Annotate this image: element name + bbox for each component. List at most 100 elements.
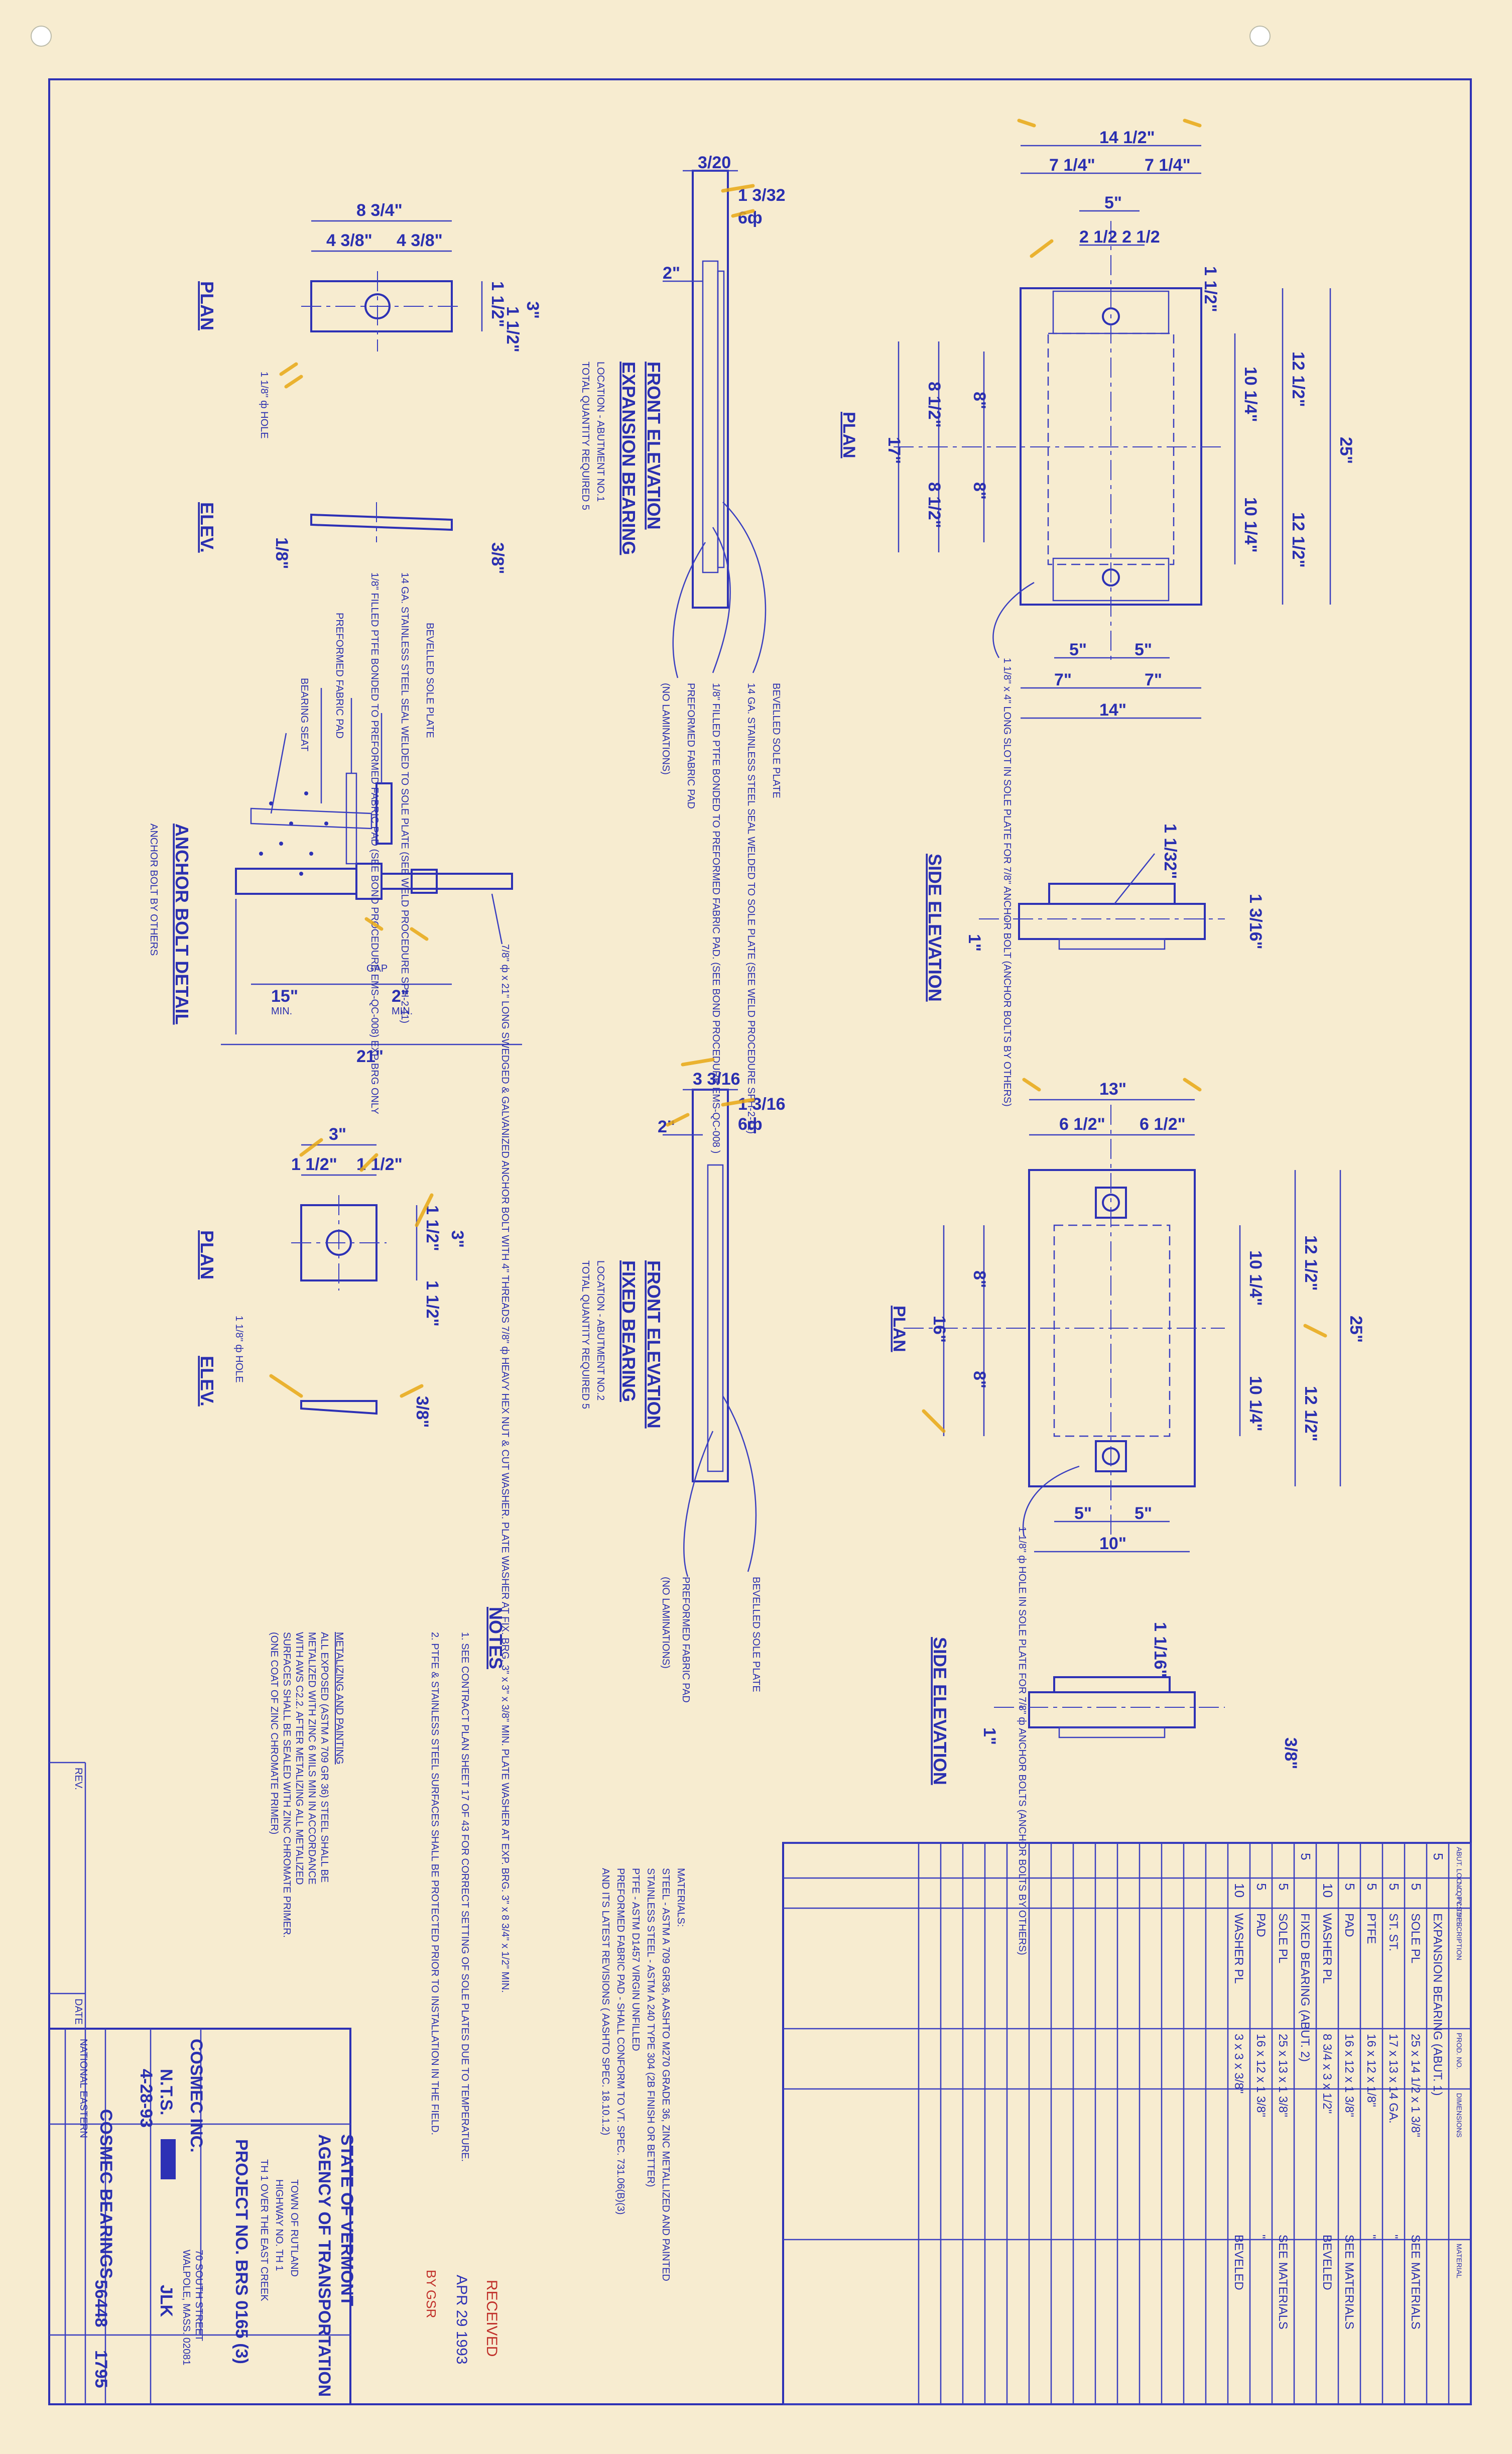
exp-callout-ptfe: 1/8" FILLED PTFE BONDED TO PREFORMED FAB…	[710, 683, 721, 1153]
materials-block: MATERIALS: STEEL - ASTM A 709 GR36, AASH…	[600, 1868, 686, 2281]
bom-cell-material: BEVELED	[1232, 2235, 1245, 2290]
fixed-plan-view: 13" 6 1/2" 6 1/2" 25" 12 1/2" 12 1/2" 10…	[890, 1078, 1365, 1955]
bom-cell-dims: 25 x 13 x 1 3/8"	[1276, 2034, 1290, 2117]
dim-bolt-length: 21"	[356, 1047, 384, 1066]
dim-pad-b: 8"	[970, 482, 989, 500]
bom-cell-pcs: 5	[1254, 1883, 1269, 1890]
scale-value: N.T.S.	[157, 2069, 176, 2116]
anchor-callout-ptfe: 1/8" FILLED PTFE BONDED TO PREFORMED FAB…	[369, 572, 380, 1114]
bom-cell-pcs: 10	[1320, 1883, 1335, 1898]
dim-bolt-spacing: 14"	[1099, 700, 1126, 720]
dim-fwasher-width: 3"	[329, 1125, 346, 1144]
fwasher-hole-label: 1 1/8" ф HOLE	[233, 1316, 244, 1383]
dim-fwasher-15b: 1 1/2"	[423, 1280, 442, 1327]
bom-cell-pcs: 10	[1232, 1883, 1247, 1898]
dim-fwasher-elev: 3/8"	[413, 1396, 432, 1428]
exp-callout-pad: PREFORMED FABRIC PAD	[685, 683, 696, 809]
bom-header-cell: ABUT. LOC. / QTY. TYPE	[1455, 1847, 1463, 1927]
title-block: REV. DATE STATE OF VERMONT AGENCY OF TRA…	[48, 1762, 356, 2405]
slot-callout: 1 1/8" x 4" LONG SLOT IN SOLE PLATE FOR …	[1001, 658, 1013, 1107]
dim-pad-half-a: 10 1/4"	[1241, 367, 1260, 422]
drawing-number: 1795	[91, 2350, 110, 2388]
dim-fix-front-c: 2"	[658, 1117, 675, 1136]
dim-front-c: 2"	[663, 264, 680, 283]
dim-washer-15a: 1 1/2"	[488, 281, 507, 327]
drawing-border	[48, 78, 1472, 2405]
dim-washer-15b: 1 1/2"	[503, 306, 522, 353]
metalizing-line-3: WITH AWS C2.2. AFTER METALIZING ALL META…	[294, 1632, 305, 1885]
bom-cell-desc: EXPANSION BEARING (ABUT. 1)	[1431, 1913, 1444, 2096]
dim-fix-front-b: 1 3/16	[738, 1095, 786, 1114]
bom-cell-dims: 25 x 14 1/2 x 1 3/8"	[1409, 2034, 1422, 2137]
dim-projection-min: MIN.	[392, 1006, 413, 1017]
bom-cell-material: "	[1364, 2235, 1378, 2239]
dim-side-b: 1 3/16"	[1246, 894, 1265, 950]
bom-cell-material: SEE MATERIALS	[1342, 2235, 1356, 2329]
dim-side-c: 1"	[965, 934, 984, 952]
bom-cell-pcs: 5	[1342, 1883, 1357, 1890]
dim-fixed-5a: 5"	[1074, 1504, 1092, 1523]
dim-embed-min: MIN.	[271, 1006, 292, 1017]
dim-ss-half-a: 8 1/2"	[925, 382, 944, 428]
bom-cell-dims: 8 3/4 x 3 x 1/2"	[1320, 2034, 1334, 2114]
dim-washer-elev-a: 1/8"	[272, 537, 291, 569]
address-line-1: 70 SOUTH STREET	[193, 2250, 204, 2341]
fix-front-view-label: FRONT ELEVATION	[644, 1260, 664, 1429]
dim-slot-spacing: 5"	[1104, 193, 1122, 212]
punch-hole-icon	[1249, 26, 1271, 47]
bom-header-cell: DESCRIPTION	[1455, 1912, 1463, 1960]
town-name: TOWN OF RUTLAND	[289, 2179, 300, 2277]
anchor-callout-seat: BEARING SEAT	[299, 678, 310, 751]
dim-fixed-width: 13"	[1099, 1080, 1126, 1099]
date-label: DATE	[73, 1999, 84, 2025]
exp-washer-views: 8 3/4" 4 3/8" 4 3/8" 3" 1 1/2" 1 1/2" 1 …	[197, 201, 542, 574]
dim-hole-offset-b: 5"	[1135, 640, 1152, 659]
anchor-callout-pad: PREFORMED FABRIC PAD	[334, 613, 345, 739]
bom-cell-dims: 17 x 13 x 14 GA.	[1387, 2034, 1400, 2124]
rev-label: REV.	[73, 1768, 84, 1790]
dim-washer-half-b: 4 3/8"	[397, 231, 443, 250]
dim-fwasher-half-b: 1 1/2"	[356, 1155, 403, 1174]
bom-cell-desc: WASHER PL	[1232, 1913, 1245, 1983]
dim-fixed-5b: 5"	[1135, 1504, 1152, 1523]
bom-header-cell: PROD. NO.	[1455, 2033, 1463, 2069]
bom-header-cell: NO. PCS.	[1455, 1882, 1463, 1913]
dim-fixed-16: 16"	[930, 1316, 949, 1343]
bom-cell-desc: SOLE PL	[1409, 1913, 1422, 1963]
bom-cell-qty: 5	[1431, 1853, 1446, 1860]
stamp-date: APR 29 1993	[453, 2275, 470, 2364]
stamp-initials: GSR	[424, 2290, 439, 2318]
dim-fixed-length: 25"	[1346, 1316, 1365, 1343]
dim-fixed-8a: 8"	[970, 1270, 989, 1288]
bom-cell-desc: PTFE	[1364, 1913, 1378, 1944]
company-name: COSMEC INC.	[187, 2039, 206, 2153]
logo-bar-icon	[161, 2139, 176, 2179]
anchor-bolt-detail: GAP 15" MIN. 2" MIN. 21" ANCHOR BOLT DET…	[148, 572, 522, 1993]
dim-washer-length: 8 3/4"	[356, 201, 403, 220]
note-1: 1. SEE CONTRACT PLAN SHEET 17 OF 43 FOR …	[459, 1632, 470, 2162]
dim-front-b: 1 3/32	[738, 186, 786, 205]
bom-cell-pcs: 5	[1364, 1883, 1379, 1890]
dim-front-a: 3/20	[698, 153, 731, 172]
dim-pad-a: 8"	[970, 392, 989, 409]
expansion-plan-view: 14 1/2" 7 1/4" 7 1/4" 5" 2 1/2 2 1/2 1 1…	[839, 119, 1355, 1107]
materials-title: MATERIALS:	[675, 1868, 686, 1927]
washer-hole-label: 1 1/8" ф HOLE	[259, 372, 270, 439]
anchor-detail-subtitle: ANCHOR BOLT BY OTHERS	[148, 824, 159, 956]
bom-cell-dims: 16 x 12 x 1 3/8"	[1254, 2034, 1268, 2117]
bom-cell-desc: PAD	[1254, 1913, 1268, 1937]
dim-washer-width: 3"	[523, 301, 542, 319]
metalizing-title: METALIZING AND PAINTING	[334, 1632, 345, 1765]
bom-cell-pcs: 5	[1276, 1883, 1291, 1890]
dim-fixed-pad-b: 10 1/4"	[1246, 1376, 1265, 1432]
bom-cell-dims: 3 x 3 x 3/8"	[1232, 2034, 1245, 2093]
metalizing-line-4: SURFACES SHALL BE SEALED WITH ZINC CHROM…	[281, 1632, 292, 1938]
note-2: 2. PTFE & STAINLESS STEEL SURFACES SHALL…	[429, 1632, 440, 2135]
exp-front-view-label: FRONT ELEVATION	[644, 362, 664, 530]
dim-fix-front-a: 3 3/16	[693, 1070, 740, 1089]
exp-side-title: SIDE ELEVATION	[925, 854, 945, 1002]
notes-title: NOTES	[485, 1607, 506, 1669]
fixed-side-title: SIDE ELEVATION	[930, 1637, 950, 1785]
dim-fixed-pad-a: 10 1/4"	[1246, 1250, 1265, 1306]
fix-callout-nolam: (NO LAMINATIONS)	[660, 1577, 671, 1669]
